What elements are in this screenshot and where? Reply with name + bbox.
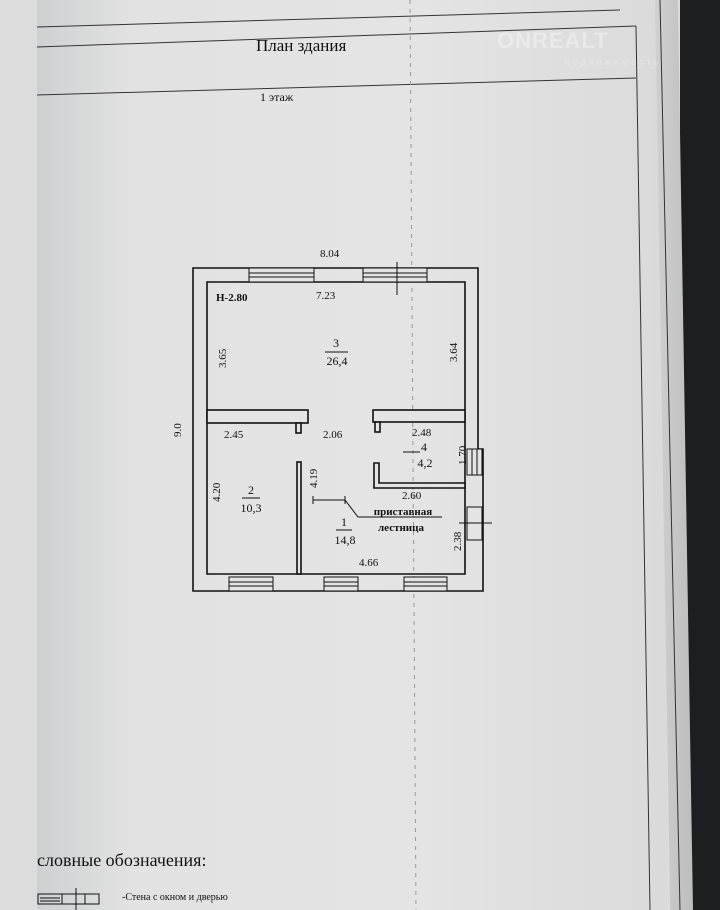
room-2-number: 2 xyxy=(248,483,254,497)
floor-label: 1 этаж xyxy=(260,90,294,104)
annotation-line-2: лестница xyxy=(378,522,424,534)
room-4-number: 4 xyxy=(421,440,427,454)
watermark-logo: ONREALT xyxy=(497,28,609,53)
dim-room2-width: 2.45 xyxy=(224,429,244,441)
legend-title: словные обозначения: xyxy=(37,850,207,870)
dim-room3-right: 3.64 xyxy=(448,342,460,362)
legend-item-wall: -Стена с окном и дверью xyxy=(122,892,228,903)
dim-overall-height: 9.0 xyxy=(172,423,184,437)
dim-room3-left: 3.65 xyxy=(217,348,229,368)
dim-room1-width: 4.66 xyxy=(359,557,379,569)
watermark-tagline: недвижимость xyxy=(565,57,662,67)
dim-room4-bottom: 2.60 xyxy=(402,490,422,502)
dim-room3-width: 7.23 xyxy=(316,290,336,302)
dim-overall-width: 8.04 xyxy=(320,248,340,260)
height-label: Н-2.80 xyxy=(216,292,248,304)
room-3-number: 3 xyxy=(333,336,339,350)
room-2-area: 10,3 xyxy=(241,501,262,515)
dim-room4-height: 1.70 xyxy=(457,445,469,465)
dim-room4-width: 2.48 xyxy=(412,427,432,439)
dim-room1-right: 2.38 xyxy=(452,531,464,551)
dim-room1-height: 4.19 xyxy=(308,468,320,488)
room-4-area: 4,2 xyxy=(418,456,433,470)
room-1-area: 14,8 xyxy=(335,533,356,547)
room-3-area: 26,4 xyxy=(327,354,348,368)
dim-room2-height: 4.20 xyxy=(211,482,223,502)
annotation-line-1: приставная xyxy=(374,506,432,518)
paper-sheet xyxy=(37,0,667,910)
room-1-number: 1 xyxy=(341,515,347,529)
page-frame xyxy=(36,0,681,910)
dim-hall-opening: 2.06 xyxy=(323,429,343,441)
document-title: План здания xyxy=(256,36,347,55)
legend-wall-symbol xyxy=(37,888,100,910)
windows xyxy=(228,262,492,592)
